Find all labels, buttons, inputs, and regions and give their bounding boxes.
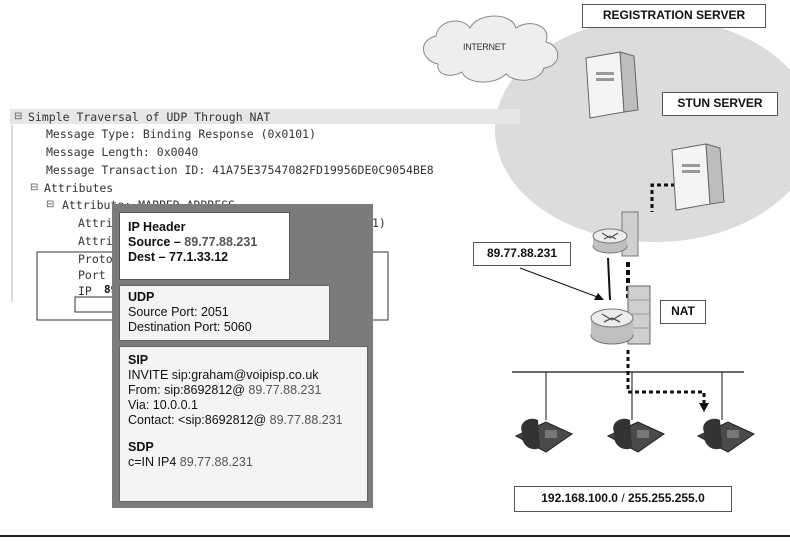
- ip-header-box: IP Header Source – 89.77.88.231 Dest – 7…: [119, 212, 290, 280]
- sip-via-line: Via: 10.0.0.1: [128, 398, 198, 412]
- lan-subnet-label: 192.168.100.0 / 255.255.255.0: [514, 486, 732, 512]
- tree-line-msg-length: Message Length: 0x0040: [46, 145, 199, 159]
- ip-dest-value: 77.1.33.12: [169, 250, 229, 264]
- ip-phone-icon-1: [514, 418, 574, 453]
- lan-subnet-mask: 255.255.255.0: [628, 491, 705, 505]
- sip-contact-ip: 89.77.88.231: [269, 413, 343, 427]
- ip-source-label: Source –: [128, 235, 181, 249]
- udp-title: UDP: [128, 290, 155, 304]
- sip-from-label: From: sip:8692812@: [128, 383, 245, 397]
- tree-line-attr-1-tail: 1): [372, 216, 386, 230]
- tree-line-attr-2: Attri: [78, 234, 113, 248]
- tree-line-ip: IP: [78, 284, 92, 298]
- sdp-line-label: c=IN IP4: [128, 455, 177, 469]
- internet-cloud-shape: [423, 15, 559, 83]
- tree-line-port: Port: [78, 268, 106, 282]
- sip-contact-label: Contact: <sip:8692812@: [128, 413, 267, 427]
- ip-phone-icon-3: [696, 418, 756, 453]
- ip-dest-label: Dest –: [128, 250, 166, 264]
- ip-source-value: 89.77.88.231: [184, 235, 258, 249]
- nat-label: NAT: [660, 300, 706, 324]
- sip-from-ip: 89.77.88.231: [248, 383, 322, 397]
- tree-line-transaction-id: Message Transaction ID: 41A75E37547082FD…: [46, 163, 434, 177]
- ip-header-title: IP Header: [128, 220, 186, 234]
- sip-from-line: From: sip:8692812@ 89.77.88.231: [128, 383, 359, 398]
- lan-subnet-sep: /: [617, 491, 628, 505]
- tree-line-stun: Simple Traversal of UDP Through NAT: [28, 110, 271, 124]
- tree-line-attributes: Attributes: [44, 181, 114, 195]
- udp-dest-port: Destination Port: 5060: [128, 320, 252, 334]
- internet-label: INTERNET: [463, 42, 506, 52]
- sip-title: SIP: [128, 353, 149, 367]
- collapse-icon[interactable]: ⊟: [14, 111, 23, 122]
- registration-server-icon: [585, 51, 639, 119]
- lan-subnet-ip: 192.168.100.0: [541, 491, 618, 505]
- tree-line-msg-type: Message Type: Binding Response (0x0101): [46, 127, 317, 141]
- stun-server-icon: [671, 143, 725, 211]
- sdp-title: SDP: [128, 440, 154, 454]
- wireshark-row-highlight: [10, 109, 520, 124]
- udp-source-port: Source Port: 2051: [128, 305, 229, 319]
- stun-server-label: STUN SERVER: [662, 92, 778, 116]
- sip-invite-line: INVITE sip:graham@voipisp.co.uk: [128, 368, 319, 382]
- stun-dotted-link: [650, 183, 682, 212]
- public-ip-label: 89.77.88.231: [473, 242, 571, 266]
- sip-contact-line: Contact: <sip:8692812@ 89.77.88.231: [128, 413, 359, 428]
- sdp-line-ip: 89.77.88.231: [179, 455, 253, 469]
- collapse-icon[interactable]: ⊟: [46, 199, 55, 210]
- tree-line-attr-1: Attri: [78, 216, 113, 230]
- router-upper-icon: [592, 211, 639, 257]
- sip-body-box: SIP INVITE sip:graham@voipisp.co.uk From…: [119, 346, 368, 502]
- collapse-icon[interactable]: ⊟: [30, 182, 39, 193]
- udp-header-box: UDP Source Port: 2051 Destination Port: …: [119, 285, 330, 341]
- nat-to-phone-dotted-link: [626, 350, 706, 405]
- tree-line-proto: Proto: [78, 252, 113, 266]
- sdp-connection-line: c=IN IP4 89.77.88.231: [128, 455, 359, 470]
- ip-phone-icon-2: [606, 418, 666, 453]
- registration-server-label: REGISTRATION SERVER: [582, 4, 766, 28]
- nat-router-icon: [590, 285, 651, 345]
